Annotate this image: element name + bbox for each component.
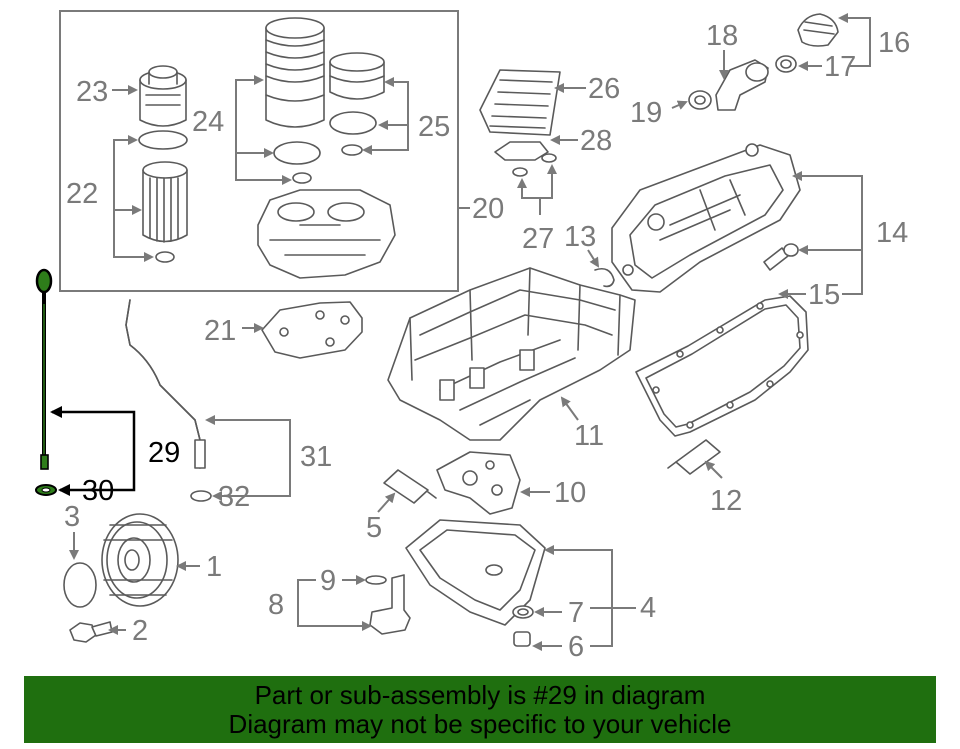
label-9[interactable]: 9 (320, 565, 336, 597)
part-14-bolt[interactable] (763, 243, 799, 271)
part-25-cooler-cap[interactable] (329, 52, 385, 156)
label-12[interactable]: 12 (710, 485, 742, 517)
label-1[interactable]: 1 (206, 551, 222, 583)
part-9-o-ring[interactable] (365, 575, 387, 585)
part-19-seal-ring[interactable] (688, 90, 712, 110)
label-20[interactable]: 20 (472, 193, 504, 225)
label-5[interactable]: 5 (366, 512, 382, 544)
part-14-valve-cover[interactable] (611, 143, 801, 293)
label-30[interactable]: 30 (82, 475, 114, 507)
label-2[interactable]: 2 (132, 615, 148, 647)
part-24-filter-housing[interactable] (265, 17, 325, 184)
part-18-filler-neck[interactable] (715, 59, 769, 111)
part-22-filter-element[interactable] (138, 130, 188, 263)
callout-8-leader (297, 579, 372, 631)
part-2-crankshaft-bolt[interactable] (69, 621, 113, 643)
label-6[interactable]: 6 (568, 631, 584, 663)
callout-4-leader (544, 545, 636, 647)
callout-22-leader (113, 135, 154, 262)
part-3-front-seal[interactable] (63, 562, 97, 608)
callout-29-leader (50, 406, 136, 496)
part-21-gasket[interactable] (261, 301, 363, 359)
filter-housing-group-box (59, 10, 459, 292)
label-19[interactable]: 19 (630, 97, 662, 129)
part-5-sealant-tube[interactable] (383, 469, 437, 504)
part-32-seal[interactable] (190, 490, 212, 502)
part-31-dipstick-tube[interactable] (125, 299, 206, 469)
label-23[interactable]: 23 (76, 76, 108, 108)
label-27[interactable]: 27 (522, 223, 554, 255)
callout-19-leader (671, 100, 688, 110)
label-16[interactable]: 16 (878, 27, 910, 59)
label-28[interactable]: 28 (580, 125, 612, 157)
part-30-o-ring[interactable] (35, 484, 57, 496)
part-28-cooler-gaskets[interactable] (494, 141, 557, 177)
part-29-dipstick[interactable] (35, 268, 53, 470)
part-7-washer[interactable] (512, 605, 534, 619)
part-6-drain-plug[interactable] (513, 631, 531, 647)
label-7[interactable]: 7 (568, 597, 584, 629)
callout-14-leader (792, 171, 863, 295)
label-3[interactable]: 3 (64, 501, 80, 533)
part-17-seal-ring[interactable] (775, 55, 797, 73)
callout-27-leader (517, 164, 557, 215)
banner-line-part: Part or sub-assembly is #29 in diagram (254, 680, 706, 710)
label-14[interactable]: 14 (876, 217, 908, 249)
part-1-crankshaft-pulley[interactable] (101, 513, 179, 607)
label-4[interactable]: 4 (640, 592, 656, 624)
part-16-filler-cap[interactable] (797, 13, 839, 47)
callout-31-leader (205, 415, 291, 501)
callout-11-leader (560, 396, 579, 421)
label-13[interactable]: 13 (564, 221, 596, 253)
part-11-crankcase[interactable] (387, 267, 636, 441)
callout-12-leader (704, 460, 723, 479)
parts-diagram: 23 22 24 25 20 26 28 27 13 18 19 16 17 1… (35, 10, 910, 663)
label-32[interactable]: 32 (218, 481, 250, 513)
part-13-seal[interactable] (594, 267, 615, 288)
callout-5-leader (377, 492, 396, 513)
part-12-sealant-tube[interactable] (667, 439, 721, 475)
part-15-valve-cover-gasket[interactable] (635, 295, 809, 437)
label-15[interactable]: 15 (808, 279, 840, 311)
callout-16-leader (798, 13, 871, 71)
label-10[interactable]: 10 (554, 477, 586, 509)
label-25[interactable]: 25 (418, 111, 450, 143)
label-17[interactable]: 17 (824, 51, 856, 83)
label-29[interactable]: 29 (148, 437, 180, 469)
label-18[interactable]: 18 (706, 20, 738, 52)
part-info-banner: Part or sub-assembly is #29 in diagram D… (24, 676, 936, 743)
part-10-oil-pump[interactable] (436, 451, 521, 515)
banner-line-disclaimer: Diagram may not be specific to your vehi… (228, 709, 732, 739)
label-31[interactable]: 31 (300, 441, 332, 473)
part-23-filter-cap[interactable] (139, 65, 187, 127)
callout-25-leader (362, 77, 409, 155)
part-20-housing-base[interactable] (257, 189, 396, 279)
part-4-oil-pan[interactable] (405, 519, 546, 626)
callout-13-leader (587, 249, 600, 268)
label-26[interactable]: 26 (588, 73, 620, 105)
label-22[interactable]: 22 (66, 178, 98, 210)
label-11[interactable]: 11 (574, 420, 604, 452)
part-26-oil-cooler[interactable] (479, 69, 561, 136)
label-24[interactable]: 24 (192, 106, 224, 138)
part-8-oil-level-sensor[interactable] (369, 574, 411, 635)
callout-24-leader (235, 75, 292, 185)
label-21[interactable]: 21 (204, 315, 236, 347)
label-8[interactable]: 8 (268, 589, 284, 621)
